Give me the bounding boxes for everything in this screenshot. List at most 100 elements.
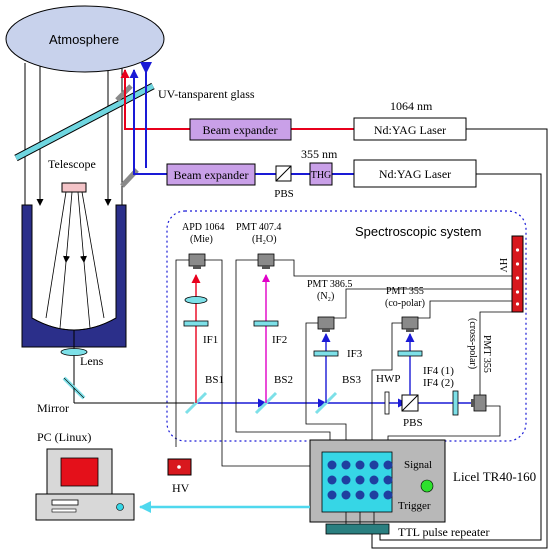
apd-sub: (Mie) <box>190 234 213 245</box>
pbs-emitter-diagonal <box>275 165 292 182</box>
hwp <box>384 391 390 415</box>
hv-terminal <box>515 248 520 252</box>
secondary-mirror <box>61 182 87 193</box>
pmt407-window <box>262 266 270 269</box>
laser2-trigger-line <box>379 173 542 541</box>
licel-channels <box>327 460 393 500</box>
if2-label: IF2 <box>272 334 287 346</box>
licel-label: Licel TR40-160 <box>453 469 536 484</box>
spectroscopic-system-label: Spectroscopic system <box>355 224 481 239</box>
uv-glass <box>14 83 155 161</box>
signal-wire-pmt355cp <box>371 322 402 440</box>
pc-screen <box>60 457 99 487</box>
telescope-ray <box>77 191 87 263</box>
channel-dot <box>369 475 379 485</box>
pbs-emitter-label: PBS <box>274 188 294 200</box>
atmosphere-label: Atmosphere <box>49 32 119 47</box>
apd-window <box>193 266 201 269</box>
if2 <box>253 320 279 327</box>
beam-355-up <box>129 69 167 175</box>
hv-terminal <box>515 276 520 280</box>
if4-1 <box>397 350 423 357</box>
channel-dot <box>369 490 379 500</box>
pbs-receiver-label: PBS <box>403 417 423 429</box>
telescope-ray <box>59 261 67 329</box>
channel-dot <box>341 475 351 485</box>
thg-box <box>309 162 333 186</box>
pmt407-detector <box>257 253 275 267</box>
pc-power-led <box>116 503 124 511</box>
channel-dot <box>327 490 337 500</box>
if3 <box>313 350 339 357</box>
uv-glass-label: UV-tansparent glass <box>158 87 255 101</box>
hv-supply <box>511 235 524 313</box>
telescope-ray <box>45 191 67 319</box>
telescope-body <box>21 204 127 348</box>
licel-signal-label: Signal <box>404 459 432 471</box>
ttl-pulse-repeater <box>325 523 390 535</box>
pmt355x-window <box>471 399 474 407</box>
signal-wire-pmt386 <box>305 322 347 440</box>
pmt386-detector <box>317 316 335 330</box>
signal-wire-apd <box>204 259 322 467</box>
telescope-label: Telescope <box>48 157 96 171</box>
hv-terminal <box>515 290 520 294</box>
beam-expander-top <box>189 118 292 141</box>
lens <box>60 348 88 356</box>
if3-label: IF3 <box>347 348 363 360</box>
laser-1064-label: Nd:YAG Laser <box>374 123 446 137</box>
hv-apd-label: HV <box>172 481 190 495</box>
pc-label: PC (Linux) <box>37 430 91 444</box>
channel-dot <box>355 475 365 485</box>
hv-wire-pmt386 <box>334 288 512 319</box>
bs2-label: BS2 <box>274 374 293 386</box>
channel-dot <box>355 460 365 470</box>
if1 <box>183 320 209 327</box>
apd-to-hv-wire <box>175 259 189 447</box>
if4-2-label: IF4 (2) <box>423 377 454 389</box>
pmt355x-name: PMT 355 <box>481 335 492 373</box>
channel-dot <box>383 460 393 470</box>
pmt355cp-sub: (co-polar) <box>385 298 425 309</box>
pmt407-name: PMT 407.4 <box>236 222 281 233</box>
licel-trigger-label: Trigger <box>398 500 431 512</box>
hv-wire-pmt407 <box>274 259 512 277</box>
pmt355cp-window <box>406 329 414 332</box>
signal-wire-pmt407 <box>235 259 331 440</box>
beam-expander-top-label: Beam expander <box>203 123 278 137</box>
channel-dot <box>327 475 337 485</box>
hv-terminal <box>515 302 520 306</box>
channel-dot <box>355 490 365 500</box>
hwp-label: HWP <box>376 373 400 385</box>
telescope-ray <box>83 261 91 329</box>
mirror-label: Mirror <box>37 401 69 415</box>
beam-355-down-head <box>140 62 152 74</box>
apd-detector <box>188 253 206 267</box>
ttl-label: TTL pulse repeater <box>398 525 490 539</box>
if1-label: IF1 <box>203 334 218 346</box>
apd-name: APD 1064 <box>182 222 225 233</box>
bs3-label: BS3 <box>342 374 361 386</box>
spectroscopic-system-frame <box>166 210 527 442</box>
pmt355x-sub: (cross-polar) <box>467 318 478 369</box>
lens-apd <box>184 296 208 304</box>
hv-terminal <box>515 262 520 266</box>
laser1-trigger-line <box>371 128 548 549</box>
pc-drive-slot <box>51 499 79 506</box>
laser-355-box <box>353 159 477 188</box>
pmt355cp-detector <box>401 316 419 330</box>
bs1-label: BS1 <box>205 374 224 386</box>
hv-wire-pmt355cp <box>418 300 512 319</box>
channel-dot <box>383 475 393 485</box>
channel-dot <box>341 460 351 470</box>
signal-wire-pmt355x <box>387 405 501 440</box>
channel-dot <box>383 490 393 500</box>
telescope-ray <box>63 191 73 263</box>
channel-dot <box>341 490 351 500</box>
hv-supply-label: HV <box>497 258 508 273</box>
channel-dot <box>327 460 337 470</box>
trigger-led <box>420 479 434 493</box>
hv-apd-terminal <box>177 465 181 469</box>
hv-wire-pmt355x <box>479 311 512 395</box>
